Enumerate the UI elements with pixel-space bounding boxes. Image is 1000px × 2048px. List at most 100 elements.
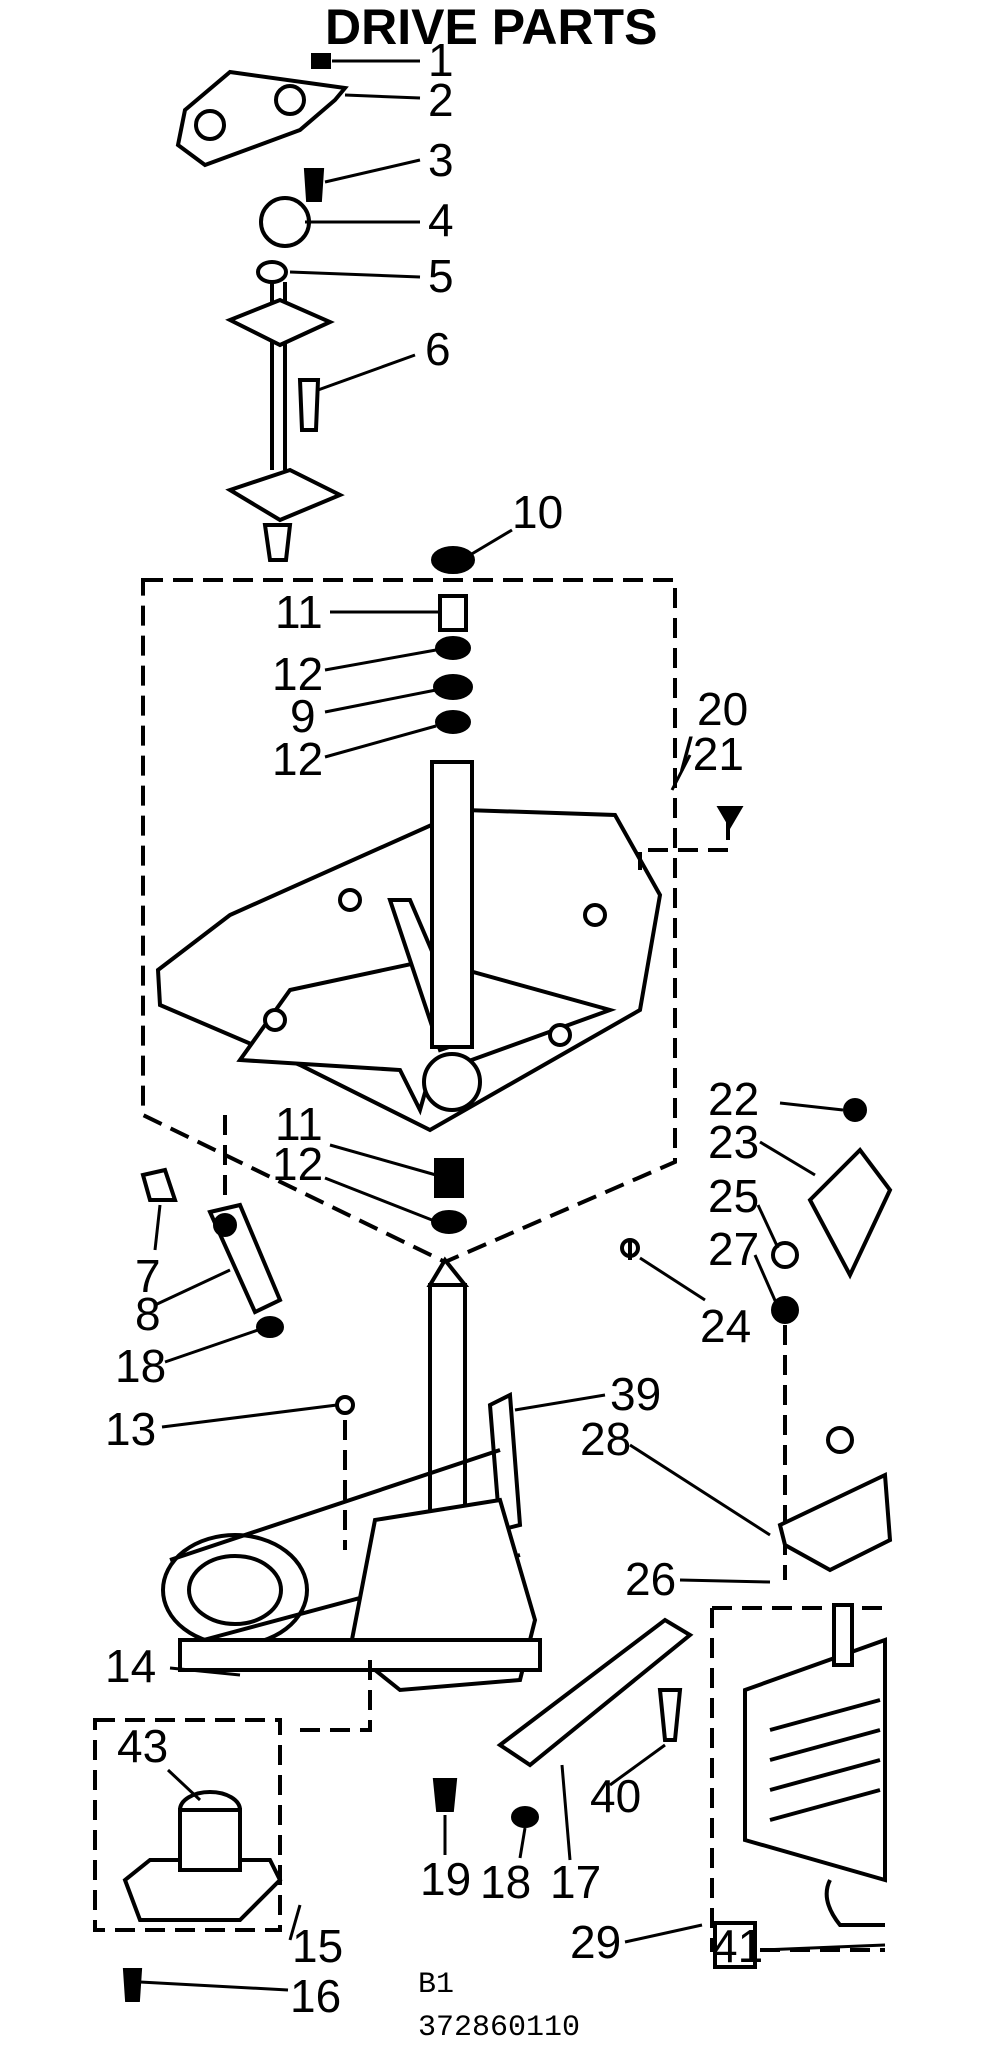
leader-lines — [139, 59, 886, 1992]
callout-17: 17 — [550, 1856, 601, 1908]
part-39-rod — [487, 1391, 523, 1533]
part-1-clip — [311, 53, 331, 69]
part-12-washer — [435, 710, 471, 734]
shaft-hub — [422, 1052, 482, 1112]
footer-line-2: 372860110 — [418, 2011, 580, 2045]
callout-10: 10 — [512, 486, 563, 538]
part-5-seal — [256, 260, 288, 284]
part-6-bolt — [297, 378, 321, 432]
callout-16: 16 — [290, 1970, 341, 2022]
callout-24: 24 — [700, 1300, 751, 1352]
motor-fin — [769, 1698, 881, 1732]
callout-12-mid: 12 — [272, 733, 323, 785]
callout-1: 1 — [428, 34, 454, 86]
part-18-washer — [256, 1316, 284, 1338]
part-8-end — [213, 1213, 237, 1237]
part-7-pin — [140, 1167, 178, 1202]
callout-43: 43 — [117, 1720, 168, 1772]
part-12-washer — [435, 636, 471, 660]
motor-shaft — [832, 1603, 854, 1667]
lower-plate — [225, 467, 345, 523]
upper-plate — [225, 297, 335, 348]
callout-11-top: 11 — [275, 586, 323, 638]
part-13-pin — [335, 1395, 355, 1415]
part-2-hole — [274, 84, 306, 116]
motor-fin — [769, 1728, 881, 1762]
callout-7: 7 — [135, 1250, 161, 1302]
part-28-mount — [777, 1471, 893, 1573]
part-21-screw — [716, 806, 744, 829]
motor-wire — [824, 1879, 885, 1927]
mount-bolt — [826, 1426, 854, 1454]
callout-21: /21 — [680, 728, 744, 780]
pump-assembly — [93, 1718, 283, 2002]
part-40-screw — [657, 1688, 683, 1742]
part-41-box — [713, 1921, 757, 1969]
callout-12-bottom: 12 — [272, 1138, 323, 1190]
callout-8: 8 — [135, 1288, 161, 1340]
plate-hole — [263, 1008, 287, 1032]
pump-boundary — [93, 1718, 282, 1932]
callout-3: 3 — [428, 134, 454, 186]
center-shaft — [430, 760, 474, 1049]
callout-25: 25 — [708, 1170, 759, 1222]
motor-assembly — [710, 1603, 887, 1969]
part-25-washer — [771, 1241, 799, 1269]
part-12-washer-lower — [431, 1210, 467, 1234]
callout-41: 41 — [712, 1920, 763, 1972]
part-27-nut — [771, 1296, 799, 1324]
part-22-nut — [843, 1098, 867, 1122]
motor-fin — [769, 1788, 881, 1822]
callout-18-left: 18 — [115, 1340, 166, 1392]
callout-6: 6 — [425, 323, 451, 375]
part-11-bushing — [438, 594, 468, 632]
pump-base — [122, 1858, 283, 1922]
pump-motor-body — [178, 1808, 242, 1872]
callout-40: 40 — [590, 1770, 641, 1822]
plate-hole — [338, 888, 362, 912]
callout-27: 27 — [708, 1223, 759, 1275]
callout-2: 2 — [428, 74, 454, 126]
part-9-washer — [433, 674, 473, 700]
diagram-title: DRIVE PARTS — [325, 0, 657, 55]
top-bracket-assembly — [175, 53, 349, 562]
plate-hole — [583, 903, 607, 927]
part-18-washer-right — [511, 1806, 539, 1828]
callout-29: 29 — [570, 1916, 621, 1968]
callout-18-right: 18 — [480, 1856, 531, 1908]
callout-39: 39 — [610, 1368, 661, 1420]
part-23-bracket — [807, 1146, 893, 1280]
callout-5: 5 — [428, 250, 454, 302]
part-3-screw — [303, 168, 325, 202]
callout-23: 23 — [708, 1116, 759, 1168]
motor-body — [743, 1637, 887, 1883]
plate-hole — [548, 1023, 572, 1047]
part-10-nut — [431, 546, 475, 574]
part-19-screw — [432, 1778, 458, 1812]
drive-shaft-tip — [426, 1256, 470, 1287]
right-parts — [496, 1098, 893, 1828]
callout-22: 22 — [708, 1073, 759, 1125]
base-plate-assembly — [141, 546, 744, 1265]
callout-labels: 1 2 3 4 5 6 10 11 12 9 12 20 /21 11 12 7… — [105, 34, 763, 2022]
part-4-ball — [259, 196, 311, 248]
part-17-strap — [496, 1617, 694, 1768]
callout-11-bottom: 11 — [275, 1098, 323, 1150]
rod-end — [262, 523, 293, 562]
part-16-screw — [122, 1968, 143, 2002]
callout-4: 4 — [428, 194, 454, 246]
assembly-boundary — [141, 578, 677, 1265]
callout-14: 14 — [105, 1640, 156, 1692]
transmission-assembly — [161, 1256, 542, 1812]
left-link-assembly — [140, 1115, 284, 1338]
motor-fin — [769, 1758, 881, 1792]
callout-26: 26 — [625, 1553, 676, 1605]
callout-12-top: 12 — [272, 648, 323, 700]
footer-line-1: B1 — [418, 1968, 454, 2002]
callout-9: 9 — [290, 690, 316, 742]
pulley-hub — [187, 1554, 283, 1626]
callout-28: 28 — [580, 1413, 631, 1465]
case-dash — [290, 1660, 372, 1732]
case-base — [178, 1638, 542, 1672]
